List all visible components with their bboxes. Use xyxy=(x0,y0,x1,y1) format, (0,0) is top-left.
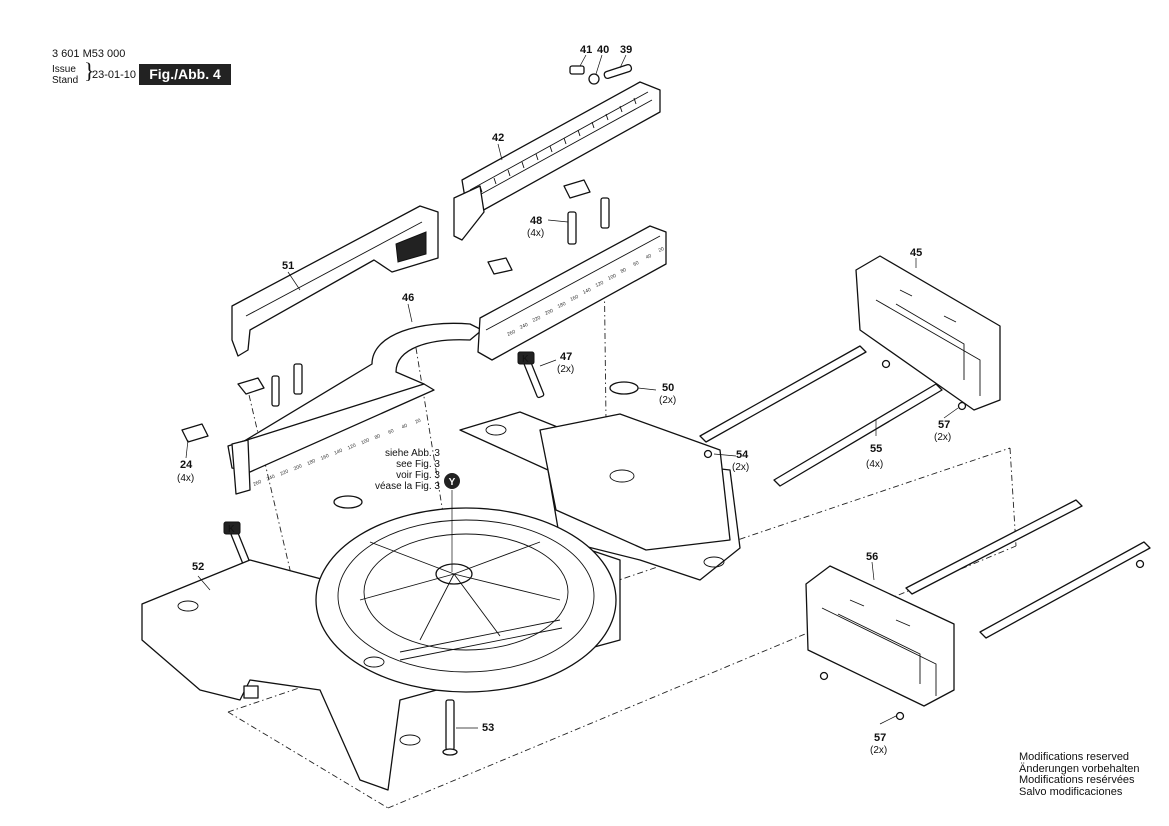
fence-scale: 2602402202001801601401201008060402026024… xyxy=(252,246,665,488)
reference-line-es: véase la Fig. 3 xyxy=(375,481,440,492)
stand-label: Stand xyxy=(52,75,79,86)
scale-tick-label: 20 xyxy=(658,246,666,254)
notice-line-de: Änderungen vorbehalten xyxy=(1019,762,1140,775)
brace-icon: } xyxy=(84,58,95,83)
fence-extension xyxy=(453,81,661,241)
scale-tick-label: 200 xyxy=(544,308,554,317)
callout-55: 55 xyxy=(870,443,882,455)
notice-line-es: Salvo modificaciones xyxy=(1019,785,1123,798)
scale-tick-label: 240 xyxy=(519,322,529,331)
callout-57-lower-qty: (2x) xyxy=(870,745,887,756)
scale-tick-label: 120 xyxy=(347,442,357,451)
modifications-notice: Modifications reserved Änderungen vorbeh… xyxy=(1019,751,1140,798)
issue-date: 23-01-10 xyxy=(92,69,137,81)
callout-24-qty: (4x) xyxy=(177,473,194,484)
knob-screws: K K xyxy=(181,179,639,756)
scale-tick-label: 100 xyxy=(607,273,617,282)
reference-marker: Y xyxy=(449,477,456,488)
scale-tick-label: 40 xyxy=(401,423,409,431)
callout-48: 48 xyxy=(530,215,542,227)
scale-tick-label: 180 xyxy=(306,458,316,467)
callout-57-upper-qty: (2x) xyxy=(934,432,951,443)
callout-41: 41 xyxy=(580,44,592,56)
figure-tag: Fig./Abb. 4 xyxy=(139,64,231,85)
callout-57-lower: 57 xyxy=(874,732,886,744)
reference-line-fr: voir Fig. 3 xyxy=(396,470,440,481)
scale-tick-label: 240 xyxy=(266,474,276,483)
reference-marker-icon xyxy=(444,473,460,489)
scale-tick-label: 260 xyxy=(506,329,516,338)
callout-labels: 41 40 39 42 48 (4x) 51 46 45 47 (2x) 50 … xyxy=(177,44,951,756)
callout-42: 42 xyxy=(492,132,504,144)
scale-tick-label: 120 xyxy=(595,280,605,289)
callout-53: 53 xyxy=(482,722,494,734)
scale-tick-label: 140 xyxy=(582,287,592,296)
small-hardware xyxy=(569,63,633,85)
callout-45: 45 xyxy=(910,247,922,259)
key-mark-lower: K xyxy=(228,524,235,535)
reference-note: siehe Abb. 3 see Fig. 3 voir Fig. 3 véas… xyxy=(375,448,460,492)
callout-52: 52 xyxy=(192,561,204,573)
key-mark-upper: K xyxy=(522,354,529,365)
callout-55-qty: (4x) xyxy=(866,459,883,470)
callout-47: 47 xyxy=(560,351,572,363)
scale-tick-label: 60 xyxy=(387,428,395,436)
issue-stand-label: Issue Stand xyxy=(52,64,78,86)
extension-support-front xyxy=(805,565,955,707)
scale-tick-label: 180 xyxy=(557,301,567,310)
scale-tick-label: 20 xyxy=(414,418,422,426)
extension-rods xyxy=(699,345,1151,639)
callout-48-qty: (4x) xyxy=(527,228,544,239)
rod-end-screws xyxy=(703,359,1145,721)
scale-tick-label: 220 xyxy=(532,315,542,324)
scale-tick-label: 160 xyxy=(320,453,330,462)
fence-left-extension xyxy=(231,205,439,357)
scale-tick-label: 160 xyxy=(569,294,579,303)
leader-lines xyxy=(185,54,959,729)
callout-56: 56 xyxy=(866,551,878,563)
scale-tick-label: 60 xyxy=(632,260,640,268)
callout-39: 39 xyxy=(620,44,632,56)
callout-54-qty: (2x) xyxy=(732,462,749,473)
reference-line-de: siehe Abb. 3 xyxy=(385,448,440,459)
scale-tick-label: 200 xyxy=(293,463,303,472)
scale-tick-label: 100 xyxy=(360,437,370,446)
notice-line-fr: Modifications resérvées xyxy=(1019,774,1135,786)
document-code: 3 601 M53 000 xyxy=(52,48,126,60)
scale-tick-label: 80 xyxy=(374,433,382,441)
scale-tick-label: 220 xyxy=(279,468,289,477)
callout-46: 46 xyxy=(402,292,414,304)
callout-57-upper: 57 xyxy=(938,419,950,431)
fence-assembly xyxy=(227,225,667,495)
callout-40: 40 xyxy=(597,44,609,56)
saw-base xyxy=(141,411,741,791)
callout-47-qty: (2x) xyxy=(557,364,574,375)
extension-support-rear xyxy=(855,255,1001,411)
callout-51: 51 xyxy=(282,260,294,272)
issue-label: Issue xyxy=(52,64,76,75)
callout-50-qty: (2x) xyxy=(659,395,676,406)
scale-tick-label: 40 xyxy=(645,253,653,261)
callout-50: 50 xyxy=(662,382,674,394)
reference-line-en: see Fig. 3 xyxy=(396,459,440,470)
scale-tick-label: 260 xyxy=(252,479,262,488)
scale-tick-label: 80 xyxy=(620,267,628,275)
scale-tick-label: 140 xyxy=(333,448,343,457)
callout-24: 24 xyxy=(180,459,193,471)
notice-line-en: Modifications reserved xyxy=(1019,751,1130,763)
callout-54: 54 xyxy=(736,449,749,461)
